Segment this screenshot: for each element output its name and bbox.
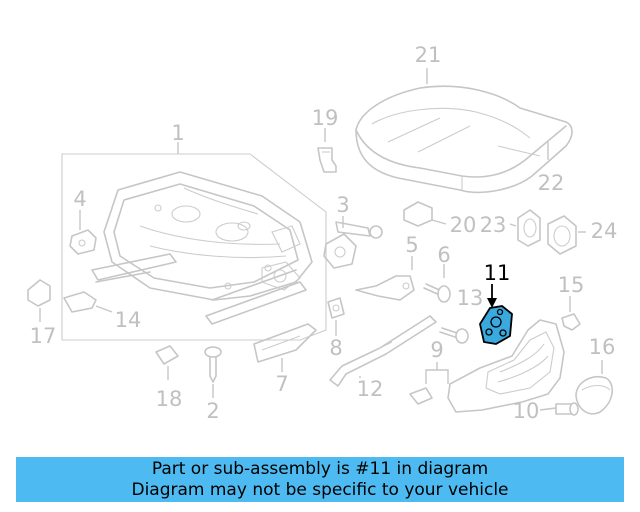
banner-line-part: Part or sub-assembly is #11 in diagram [151,459,489,479]
callout-21: 21 [415,43,442,67]
seat-frame-group [61,142,327,341]
cover-7 [253,323,317,372]
rod-12 [329,315,437,387]
clip-18 [155,345,179,380]
parts-diagram: 1 2 3 4 5 6 7 8 9 10 11 12 13 14 15 16 1… [27,43,618,423]
clip-8 [327,297,345,336]
callout-12: 12 [357,377,384,401]
callout-4: 4 [73,187,86,211]
callout-8: 8 [329,336,342,360]
clip-14 [63,291,113,313]
callout-19: 19 [312,106,339,130]
callout-11: 11 [484,261,511,285]
banner-line-disclaimer: Diagram may not be specific to your vehi… [131,480,509,500]
callout-15: 15 [558,273,585,297]
callout-18: 18 [156,387,183,411]
bolt-13 [439,327,469,344]
part-info-banner: Part or sub-assembly is #11 in diagram D… [16,457,624,502]
callout-9: 9 [430,338,443,362]
bolt-6 [423,264,451,303]
callout-24: 24 [591,219,618,243]
callout-5: 5 [405,233,418,257]
callout-1: 1 [171,121,184,145]
clip-4 [69,210,97,255]
cap-16 [575,360,613,415]
callout-20: 20 [450,213,477,237]
screw-10 [539,402,579,416]
knob-24 [547,215,586,255]
bracket-5 [355,256,415,301]
callout-2: 2 [206,399,219,423]
clip-20 [403,201,447,227]
clip-17 [27,279,51,322]
callout-7: 7 [275,372,288,396]
callout-22: 22 [538,171,565,195]
knob-23 [509,209,541,247]
seat-cushion [355,68,573,194]
callout-16: 16 [589,335,616,359]
screw-2 [204,346,222,398]
side-cover-9 [409,319,565,413]
clip-15 [561,296,581,331]
callout-10: 10 [513,399,540,423]
callout-labels: 1 2 3 4 5 6 7 8 9 10 11 12 13 14 15 16 1… [30,43,618,423]
callout-6: 6 [437,243,450,267]
callout-3: 3 [336,193,349,217]
callout-17: 17 [30,324,57,348]
callout-13: 13 [457,286,484,310]
highlighted-part-11 [479,284,513,345]
recliner-3 [323,216,383,269]
callout-23: 23 [480,213,507,237]
bracket-19 [317,128,337,173]
callout-14: 14 [115,308,142,332]
